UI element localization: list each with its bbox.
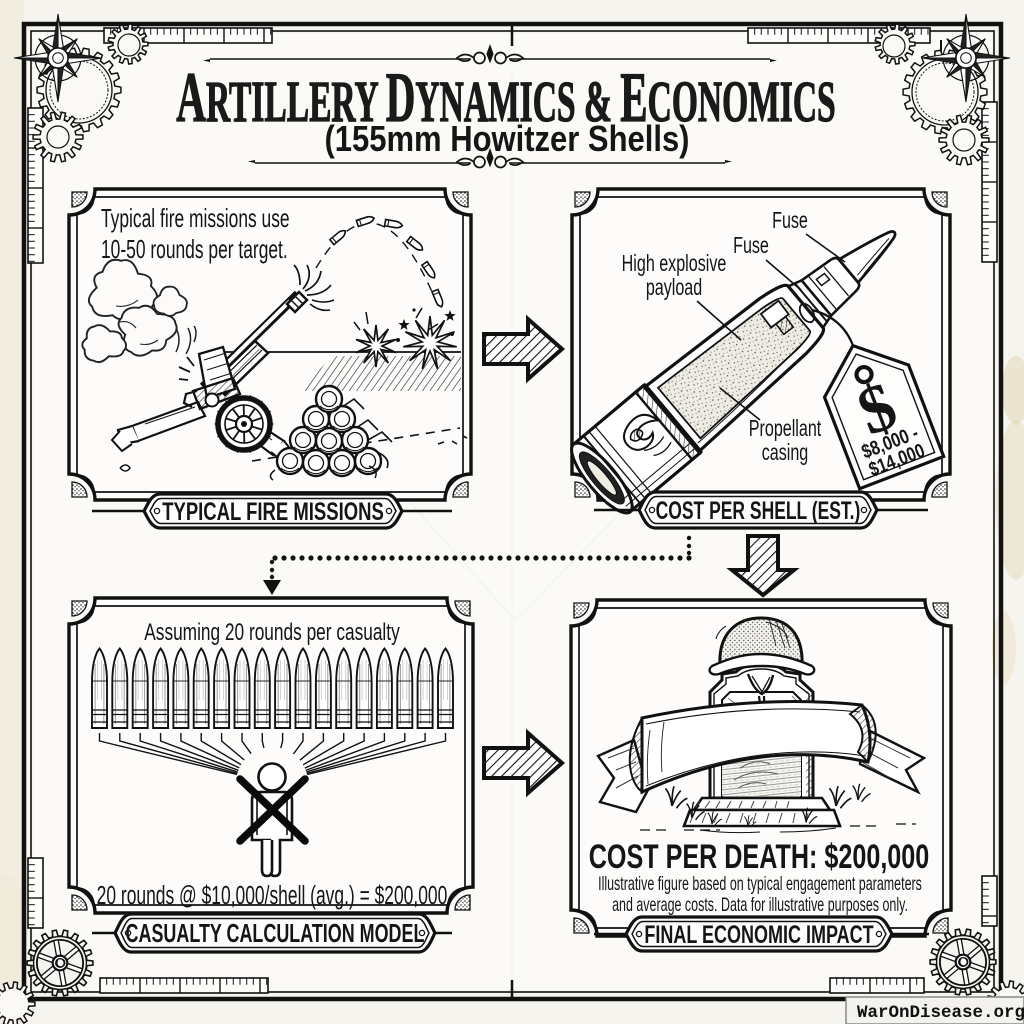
svg-text:(155mm Howitzer Shells): (155mm Howitzer Shells) bbox=[324, 120, 689, 160]
svg-text:CASUALTY CALCULATION MODEL: CASUALTY CALCULATION MODEL bbox=[126, 919, 425, 948]
svg-text:20 rounds @ $10,000/shell (avg: 20 rounds @ $10,000/shell (avg.) = $200,… bbox=[97, 881, 448, 910]
svg-text:10-50 rounds per target.: 10-50 rounds per target. bbox=[101, 235, 288, 264]
svg-text:COST PER DEATH: $200,000: COST PER DEATH: $200,000 bbox=[589, 838, 930, 876]
svg-text:Fuse: Fuse bbox=[772, 208, 808, 233]
svg-text:Fuse: Fuse bbox=[733, 233, 769, 258]
svg-text:High explosive: High explosive bbox=[622, 251, 727, 276]
svg-text:Assuming 20 rounds per casualt: Assuming 20 rounds per casualty bbox=[144, 619, 400, 645]
svg-text:COST PER SHELL (EST.): COST PER SHELL (EST.) bbox=[656, 496, 861, 525]
svg-text:casing: casing bbox=[762, 440, 809, 465]
svg-text:Typical fire missions use: Typical fire missions use bbox=[101, 204, 290, 233]
svg-text:ARTILLERY DYNAMICS & ECONOMICS: ARTILLERY DYNAMICS & ECONOMICS bbox=[176, 57, 835, 137]
svg-text:payload: payload bbox=[646, 275, 702, 300]
svg-text:Propellant: Propellant bbox=[749, 416, 822, 441]
svg-text:FINAL ECONOMIC IMPACT: FINAL ECONOMIC IMPACT bbox=[644, 920, 874, 949]
svg-text:and average costs. Data for il: and average costs. Data for illustrative… bbox=[612, 894, 908, 915]
svg-text:WarOnDisease.org: WarOnDisease.org bbox=[857, 1003, 1024, 1023]
svg-text:TYPICAL FIRE MISSIONS: TYPICAL FIRE MISSIONS bbox=[162, 497, 384, 525]
svg-text:Illustrative figure based on t: Illustrative figure based on typical eng… bbox=[598, 873, 922, 894]
